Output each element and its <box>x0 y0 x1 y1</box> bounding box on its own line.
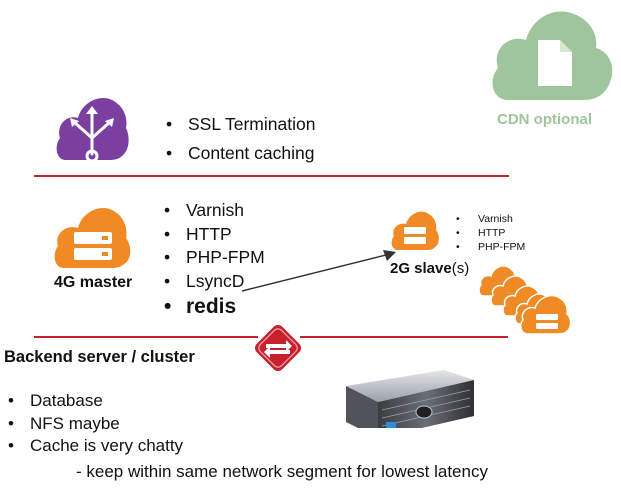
list-item-highlight: redis <box>156 293 265 321</box>
slave-service-list: Varnish HTTP PHP-FPM <box>448 212 525 254</box>
server-cloud-icon <box>390 208 440 254</box>
load-balancer-cloud-icon <box>54 92 130 168</box>
list-item: HTTP <box>448 226 525 240</box>
cdn-cloud-icon <box>488 0 616 108</box>
divider <box>300 336 508 338</box>
slave-label: 2G slave(s) <box>390 260 470 277</box>
edge-feature-list: SSL Termination Content caching <box>158 110 315 168</box>
slave-cluster-icon <box>478 262 582 336</box>
backend-feature-list: Database NFS maybe Cache is very chatty <box>0 390 183 458</box>
server-cloud-icon <box>52 202 134 274</box>
list-item: PHP-FPM <box>156 246 265 270</box>
divider <box>34 175 509 177</box>
list-item: LsyncD <box>156 270 265 294</box>
list-item: Database <box>0 390 183 413</box>
list-item: Cache is very chatty <box>0 435 183 458</box>
list-item: NFS maybe <box>0 413 183 436</box>
divider <box>34 336 258 338</box>
rack-server-image <box>326 368 476 452</box>
list-item: PHP-FPM <box>448 240 525 254</box>
list-item: Varnish <box>156 199 265 223</box>
router-exchange-icon <box>250 320 306 376</box>
cdn-label: CDN optional <box>497 111 592 128</box>
master-service-list: Varnish HTTP PHP-FPM LsyncD redis <box>156 199 265 321</box>
list-item: Varnish <box>448 212 525 226</box>
replication-arrow <box>241 250 396 292</box>
list-item: SSL Termination <box>158 110 315 139</box>
backend-note: - keep within same network segment for l… <box>76 462 488 481</box>
backend-title: Backend server / cluster <box>4 348 195 366</box>
list-item: HTTP <box>156 223 265 247</box>
list-item: Content caching <box>158 139 315 168</box>
master-label: 4G master <box>54 274 133 291</box>
